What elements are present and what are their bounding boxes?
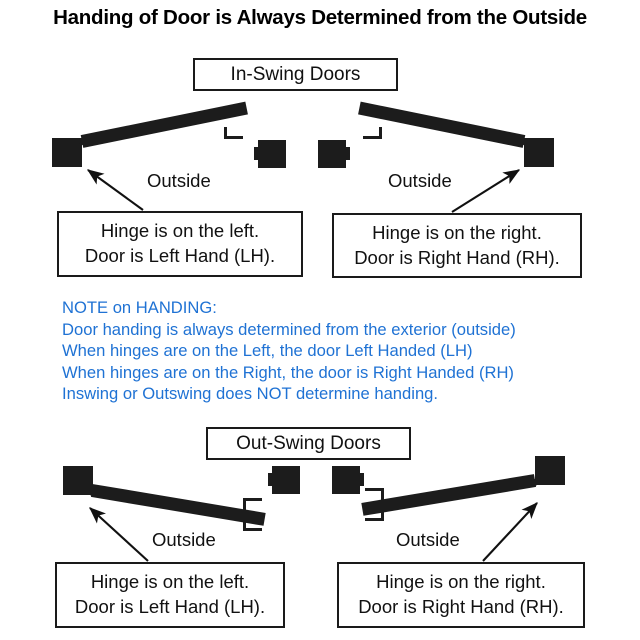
jamb-nub-out-swing-center-left <box>268 473 273 486</box>
note-line-3: When hinges are on the Right, the door i… <box>62 362 514 382</box>
callout-line-2: Door is Left Hand (LH). <box>74 596 266 617</box>
jamb-block-in-swing-center-right <box>318 140 346 168</box>
page-title: Handing of Door is Always Determined fro… <box>53 6 587 29</box>
hinge-pivot-in-swing-left <box>79 138 86 145</box>
outside-label-in-swing-left: Outside <box>147 170 211 191</box>
callout-line-1: Hinge is on the left. <box>100 220 260 242</box>
door-lever-handle-bottom-in-swing-right <box>363 136 382 139</box>
leader-arrow-in-swing-left <box>86 169 144 211</box>
callout-line-1: Hinge is on the right. <box>376 571 546 593</box>
leader-arrow-out-swing-right <box>482 502 538 562</box>
section-heading-label: In-Swing Doors <box>230 63 361 85</box>
note-line-4: Inswing or Outswing does NOT determine h… <box>62 384 439 404</box>
door-lever-handle-lower-in-swing-left <box>224 127 227 139</box>
section-heading-box-out-swing: Out-Swing Doors <box>206 427 411 460</box>
jamb-nub-in-swing-center-left <box>254 147 259 160</box>
jamb-block-out-swing-center-left <box>272 466 300 494</box>
door-lever-handle-top-out-swing-left <box>243 498 262 501</box>
outside-label-in-swing-right: Outside <box>388 170 452 191</box>
door-lever-handle-top-out-swing-right <box>365 488 384 491</box>
hinge-post-block-out-swing-left <box>63 466 93 495</box>
callout-line-2: Door is Left Hand (LH). <box>84 245 276 266</box>
door-lever-handle-in-swing-left <box>224 106 227 118</box>
callout-line-2: Door is Right Hand (RH). <box>358 596 564 617</box>
callout-box-out-swing-right: Hinge is on the right. Door is Right Han… <box>337 562 585 628</box>
leader-arrow-in-swing-right <box>451 169 521 213</box>
door-lever-handle-lower-in-swing-right <box>379 127 382 139</box>
door-lever-handle-top-in-swing-right <box>363 106 382 109</box>
callout-line-1: Hinge is on the left. <box>90 571 250 593</box>
door-lever-handle-in-swing-right <box>379 106 382 118</box>
callout-line-1: Hinge is on the right. <box>372 221 542 243</box>
leader-arrow-out-swing-left <box>89 507 149 562</box>
callout-line-2: Door is Right Hand (RH). <box>354 246 560 268</box>
callout-box-out-swing-left: Hinge is on the left. Door is Left Hand … <box>55 562 285 628</box>
note-line-1: Door handing is always determined from t… <box>62 319 516 339</box>
outside-label-out-swing-left: Outside <box>152 529 216 550</box>
door-lever-handle-lower-out-swing-left <box>243 519 246 531</box>
jamb-nub-in-swing-center-right <box>345 147 350 160</box>
note-heading: NOTE on HANDING: <box>62 298 217 317</box>
door-lever-handle-out-swing-right <box>381 488 384 500</box>
hinge-pivot-in-swing-right <box>520 138 527 145</box>
outside-label-out-swing-right: Outside <box>396 529 460 550</box>
section-heading-label: Out-Swing Doors <box>236 432 381 454</box>
jamb-block-out-swing-center-right <box>332 466 360 494</box>
callout-box-in-swing-right: Hinge is on the right. Door is Right Han… <box>332 213 582 278</box>
door-lever-handle-bottom-in-swing-left <box>224 136 243 139</box>
hinge-pivot-out-swing-right <box>531 479 538 486</box>
door-lever-handle-top-in-swing-left <box>224 106 243 109</box>
hinge-post-block-out-swing-right <box>535 456 565 485</box>
door-lever-handle-bottom-out-swing-left <box>243 528 262 531</box>
callout-box-in-swing-left: Hinge is on the left. Door is Left Hand … <box>57 211 303 277</box>
handing-note: NOTE on HANDING: Door handing is always … <box>62 297 516 405</box>
door-lever-handle-bottom-out-swing-right <box>365 518 384 521</box>
jamb-nub-out-swing-center-right <box>359 473 364 486</box>
jamb-block-in-swing-center-left <box>258 140 286 168</box>
hinge-pivot-out-swing-left <box>89 489 96 496</box>
door-lever-handle-out-swing-left <box>243 498 246 510</box>
door-lever-handle-lower-out-swing-right <box>381 509 384 521</box>
hinge-post-block-in-swing-left <box>52 138 82 167</box>
section-heading-box-in-swing: In-Swing Doors <box>193 58 398 91</box>
hinge-post-block-in-swing-right <box>524 138 554 167</box>
note-line-2: When hinges are on the Left, the door Le… <box>62 341 473 361</box>
